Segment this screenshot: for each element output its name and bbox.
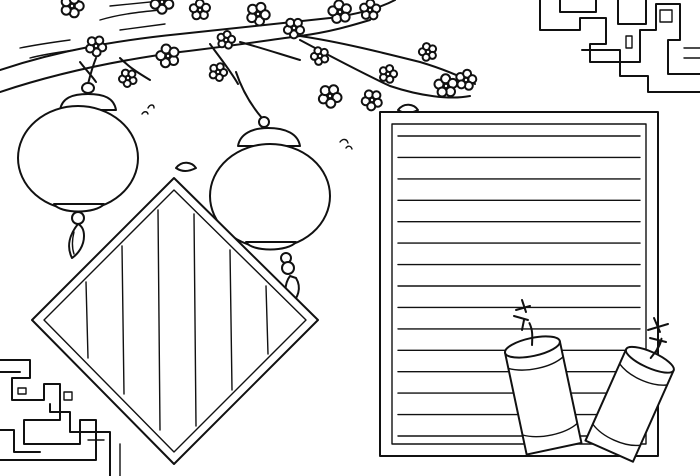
lantern-body	[17, 105, 139, 211]
firecracker-top	[503, 335, 561, 359]
lattice-line	[625, 9, 700, 59]
couplet-stripe	[121, 245, 125, 395]
lantern-tassel	[68, 223, 85, 259]
firecracker-band	[507, 356, 578, 438]
petal-fleck	[339, 138, 353, 150]
blossom-icon	[155, 43, 180, 69]
couplet-stripe	[157, 209, 161, 431]
blossom-icon	[85, 35, 108, 58]
couplet-stripe	[229, 249, 233, 391]
firecracker-right	[584, 317, 675, 463]
branch-texture	[19, 0, 171, 59]
blossom-icon	[417, 42, 438, 62]
petal-fleck	[141, 104, 155, 115]
twig-middle	[209, 41, 301, 85]
spark-icon	[647, 317, 669, 353]
blossom-cluster	[60, 0, 478, 112]
lantern-string	[235, 71, 263, 119]
lantern-bead	[281, 261, 295, 275]
blossom-icon	[360, 89, 383, 112]
blossom-icon	[378, 64, 399, 84]
blossom-icon	[359, 0, 382, 21]
frame-inner	[391, 123, 647, 445]
blossom-icon	[246, 1, 271, 27]
blossom-icon	[216, 30, 237, 50]
blossom-icon	[455, 68, 478, 91]
blossom-icon	[282, 17, 306, 40]
firecracker-top	[624, 345, 675, 374]
blossom-icon	[327, 0, 352, 24]
corner-pattern-top-right	[539, 0, 700, 93]
blossom-icon	[208, 62, 229, 82]
lattice-line	[17, 387, 121, 476]
blossom-icon	[149, 0, 175, 15]
corner-pattern-bottom-left	[0, 359, 121, 476]
lattice-line	[0, 371, 111, 476]
lantern-bottom	[245, 241, 297, 251]
lantern-bottom	[53, 203, 105, 213]
lantern-knot	[81, 82, 95, 94]
diamond-inner	[43, 189, 307, 453]
couplet-stripe	[265, 285, 269, 355]
blossom-icon	[60, 0, 85, 19]
diamond-outer	[31, 177, 319, 465]
lantern-string	[87, 57, 97, 85]
lantern-cap	[237, 127, 301, 147]
lantern-bead	[71, 211, 85, 225]
lattice-line	[539, 0, 700, 75]
blossom-icon	[188, 0, 211, 21]
twig-left	[79, 57, 151, 83]
spark-icon	[513, 299, 531, 331]
branch-upper-edge	[0, 0, 396, 71]
firecracker-left	[503, 299, 583, 456]
leaf-icon	[175, 161, 197, 172]
couplet-stripe	[85, 281, 89, 359]
lattice-line	[0, 359, 97, 461]
plum-blossom-branch	[0, 0, 478, 172]
tassel-strand	[71, 231, 75, 255]
diamond-couplet-frame	[31, 177, 319, 465]
lantern-knot	[258, 116, 270, 128]
couplet-stripes	[85, 209, 269, 431]
fuse	[528, 322, 534, 347]
lattice-line	[559, 0, 700, 93]
blossom-icon	[309, 46, 330, 66]
lantern-right	[209, 71, 331, 307]
blossom-icon	[433, 73, 459, 98]
firecracker-band	[592, 363, 668, 447]
blossom-icon	[118, 68, 138, 88]
blossom-icon	[317, 84, 343, 109]
couplet-stripe	[193, 213, 197, 427]
lantern-left	[17, 57, 139, 259]
